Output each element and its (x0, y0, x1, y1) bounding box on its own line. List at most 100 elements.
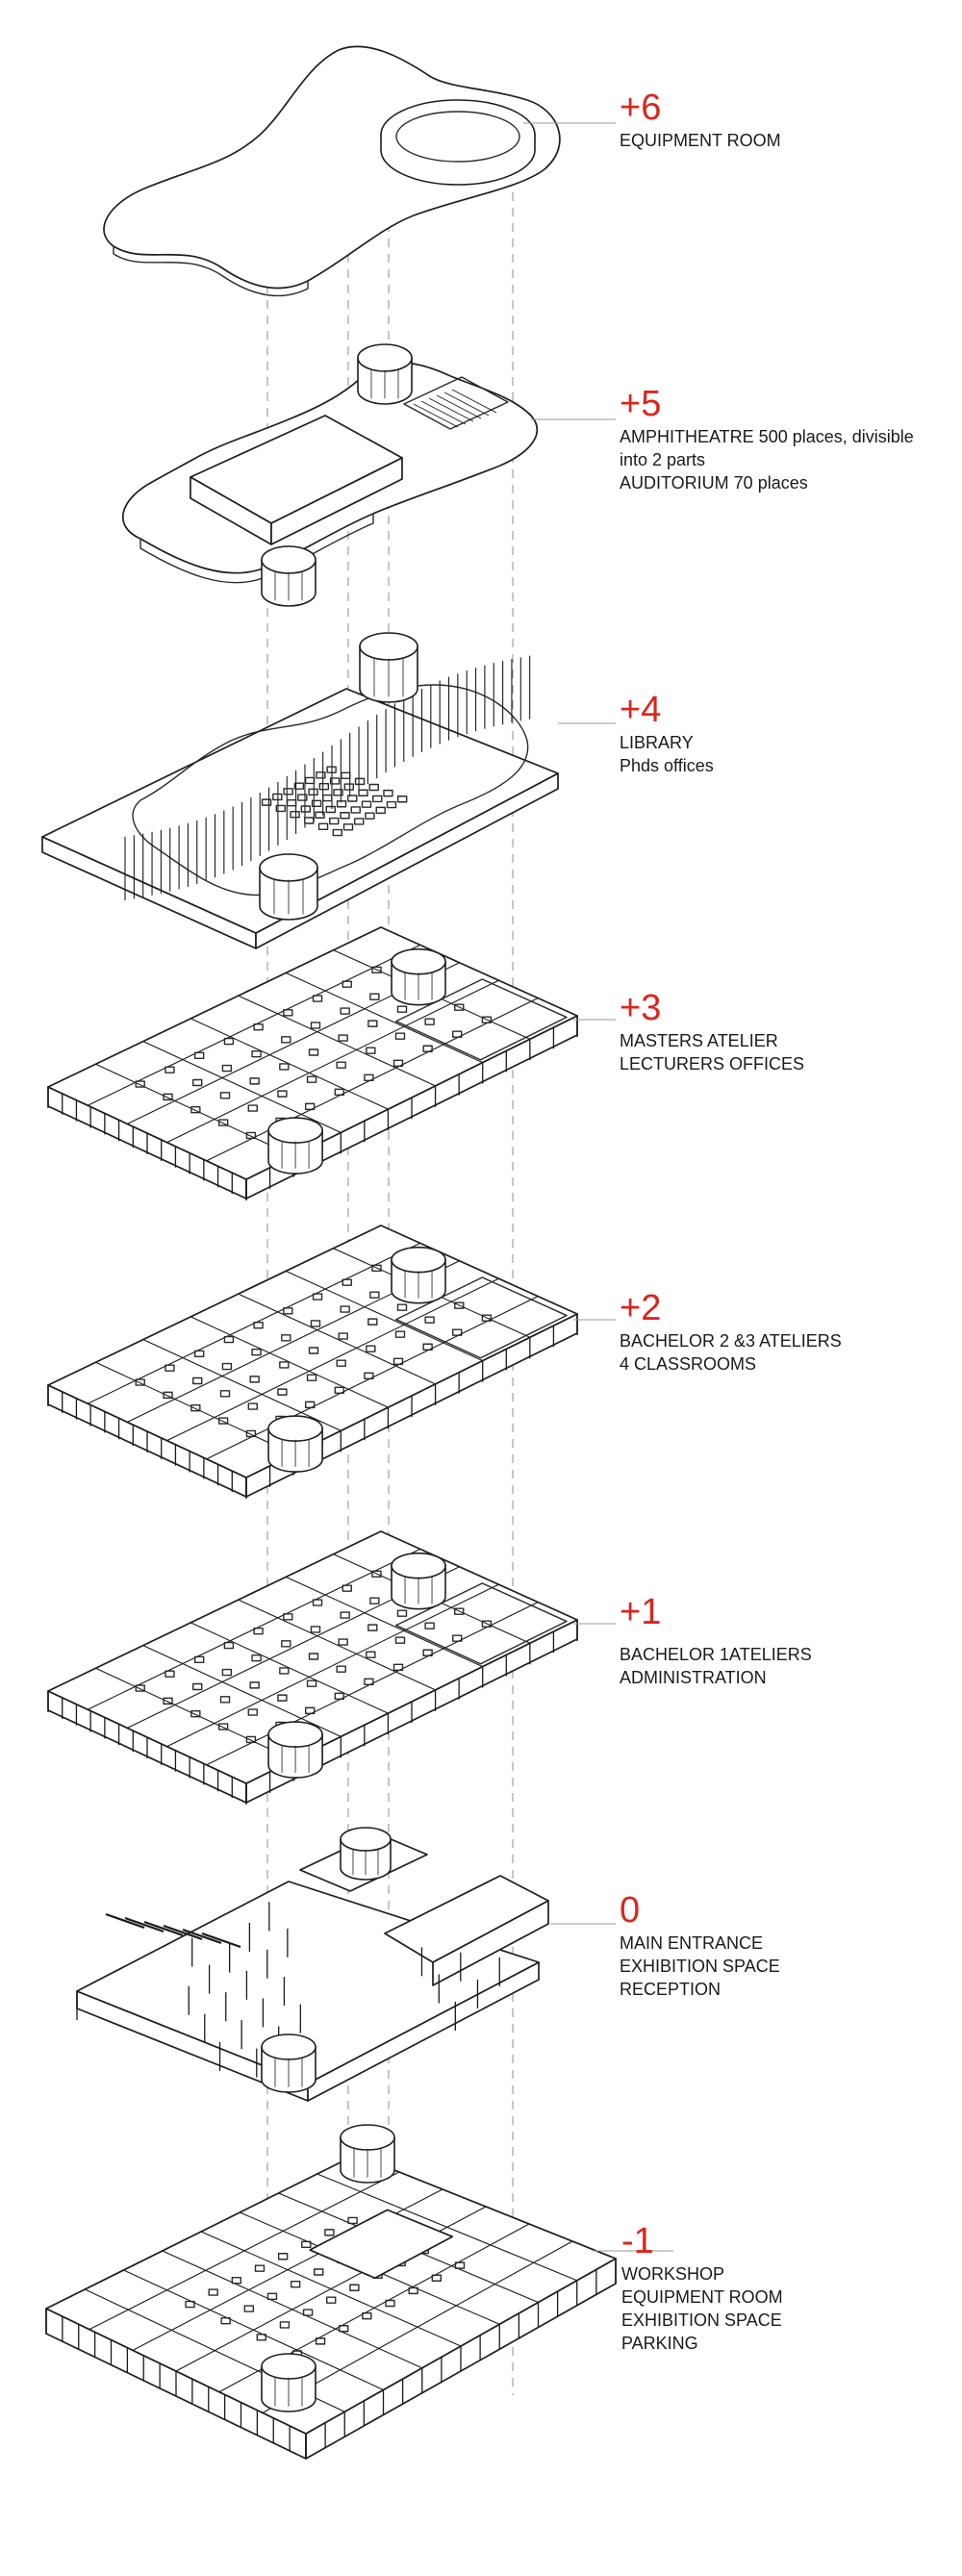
entrance-canopy-blade (201, 1932, 241, 1949)
library-desk (326, 766, 337, 773)
floor-plus3-core-stair-east-top (391, 947, 446, 975)
library-desk (342, 823, 354, 831)
floor-plus1-desk (192, 1682, 203, 1691)
level-description-line: EQUIPMENT ROOM (620, 131, 781, 150)
basement-desk (314, 2268, 324, 2276)
floor-plus3-desk (310, 1022, 321, 1029)
floor-plus2-partition (190, 1316, 389, 1408)
level-description-line: WORKSHOP (621, 2264, 725, 2284)
floor-plus3-desk (334, 1088, 344, 1097)
floor-plus2-desk (366, 1345, 376, 1352)
core-stair-ground-east-top (340, 1827, 392, 1852)
level-label-minus-1: -1 WORKSHOP EQUIPMENT ROOM EXHIBITION SP… (621, 2222, 783, 2355)
basement-desk (408, 2286, 418, 2295)
core-stair-basement-west-top (261, 2353, 316, 2380)
basement-desk (231, 2276, 242, 2285)
floor-plus2-partition (238, 1293, 436, 1385)
floor-plus1-desk (251, 1654, 262, 1662)
floor-plus3-desk (424, 1018, 435, 1025)
floor-plus1-desk (308, 1653, 319, 1660)
library-desk (329, 777, 341, 785)
level-label-plus-5: +5 AMPHITHEATRE 500 places, divisible in… (620, 385, 914, 494)
level-number: +3 (620, 988, 662, 1028)
auditorium-seat-row (443, 391, 490, 417)
core-stair-plus4-east-top (359, 632, 418, 661)
floor-plus2-desk (223, 1335, 235, 1344)
floor-plus1-desk (219, 1696, 231, 1704)
level-description-line: EXHIBITION SPACE (621, 2311, 782, 2330)
floor-plus1-desk (454, 1607, 465, 1615)
floor-plus1-desk (306, 1679, 317, 1687)
floor-plus1-core-stair-east-top (391, 1552, 446, 1579)
floor-plus3-desk (163, 1093, 173, 1101)
floor-plus1-desk (394, 1636, 406, 1644)
floor-plus2-open-hall (394, 1276, 568, 1359)
library-desk (361, 800, 372, 808)
floor-plus3-desk (306, 1075, 317, 1083)
library-desk (358, 789, 368, 796)
basement-desk (254, 2264, 266, 2272)
library-desk (261, 798, 272, 806)
floor-plus1-desk (163, 1697, 173, 1705)
floor-plus1-desk (452, 1634, 463, 1642)
floor-plus3-desk (283, 1009, 293, 1017)
basement-slab-top-face (45, 2154, 617, 2435)
floor-plus2-desk (163, 1391, 173, 1400)
floor-plus1-desk (481, 1620, 493, 1628)
basement-desk (385, 2299, 395, 2308)
floor-plus1-desk (247, 1708, 258, 1716)
floor-plus3-partition (95, 1063, 294, 1157)
library-desk (308, 788, 318, 796)
level-label-plus-6: +6 EQUIPMENT ROOM (620, 88, 781, 152)
library-desk (396, 796, 408, 803)
floor-plus1-desk (338, 1638, 348, 1646)
basement-desk (362, 2311, 372, 2320)
floor-plus2-core-stair-east-top (391, 1246, 446, 1274)
floor-plus1-partition (95, 1667, 294, 1761)
floor-plus2-desk (283, 1307, 293, 1315)
floor-plus3-desk (221, 1064, 233, 1073)
library-desk (329, 817, 340, 825)
library-desk (354, 777, 366, 786)
floor-plus1-desk (340, 1611, 350, 1619)
basement-desk (302, 2309, 314, 2316)
basement-desk (277, 2253, 289, 2260)
floor-plus1-desk (190, 1710, 201, 1718)
floor-plus2-desk (277, 1388, 288, 1396)
library-desk (375, 806, 386, 815)
floor-plus2-desk (192, 1376, 203, 1385)
floor-plus2-partition (285, 1270, 483, 1362)
floor-plus3-desk (245, 1131, 257, 1140)
auditorium-seat-row (436, 394, 482, 419)
floor-plus2-desk (312, 1293, 323, 1301)
floor-plus1-desk (342, 1584, 352, 1592)
floor-plus3-desk (165, 1066, 175, 1073)
floor-plus3-open-hall (394, 978, 568, 1061)
level-description-line: EXHIBITION SPACE (620, 1957, 780, 1976)
core-stair-plus4-west-top (259, 853, 318, 882)
level-label-plus-1: +1 BACHELOR 1ATELIERS ADMINISTRATION (620, 1593, 812, 1689)
floor-plus2-desk (245, 1429, 257, 1438)
basement-desk (185, 2300, 195, 2309)
library-desk (297, 794, 308, 801)
floor-plus3-desk (481, 1016, 493, 1023)
level-number: +2 (620, 1288, 662, 1328)
floor-plus1-desk (277, 1694, 288, 1702)
floor-plus1-desk (392, 1663, 404, 1671)
floor-plus3-desk (219, 1092, 231, 1099)
basement-desk (290, 2280, 301, 2288)
level-description-line: BACHELOR 1ATELIERS (620, 1645, 812, 1664)
floor-plus3-desk (422, 1045, 433, 1052)
floor-plus3-desk (249, 1077, 260, 1085)
library-desk (300, 805, 312, 813)
floor-plus2-desk (306, 1374, 317, 1381)
floor-plus1-desk (369, 1597, 380, 1604)
floor-plus2-partition (166, 1277, 499, 1442)
floor-plus2-desk (219, 1390, 231, 1398)
floor-plus2-desk (279, 1361, 290, 1369)
floor-plus1-desk (193, 1655, 205, 1664)
auditorium-room (403, 376, 509, 430)
level-label-plus-4: +4 LIBRARY Phds offices (620, 691, 714, 777)
level-label-plus-2: +2 BACHELOR 2 &3 ATELIERS 4 CLASSROOMS (620, 1289, 842, 1376)
floor-plus2-desk (308, 1347, 319, 1354)
